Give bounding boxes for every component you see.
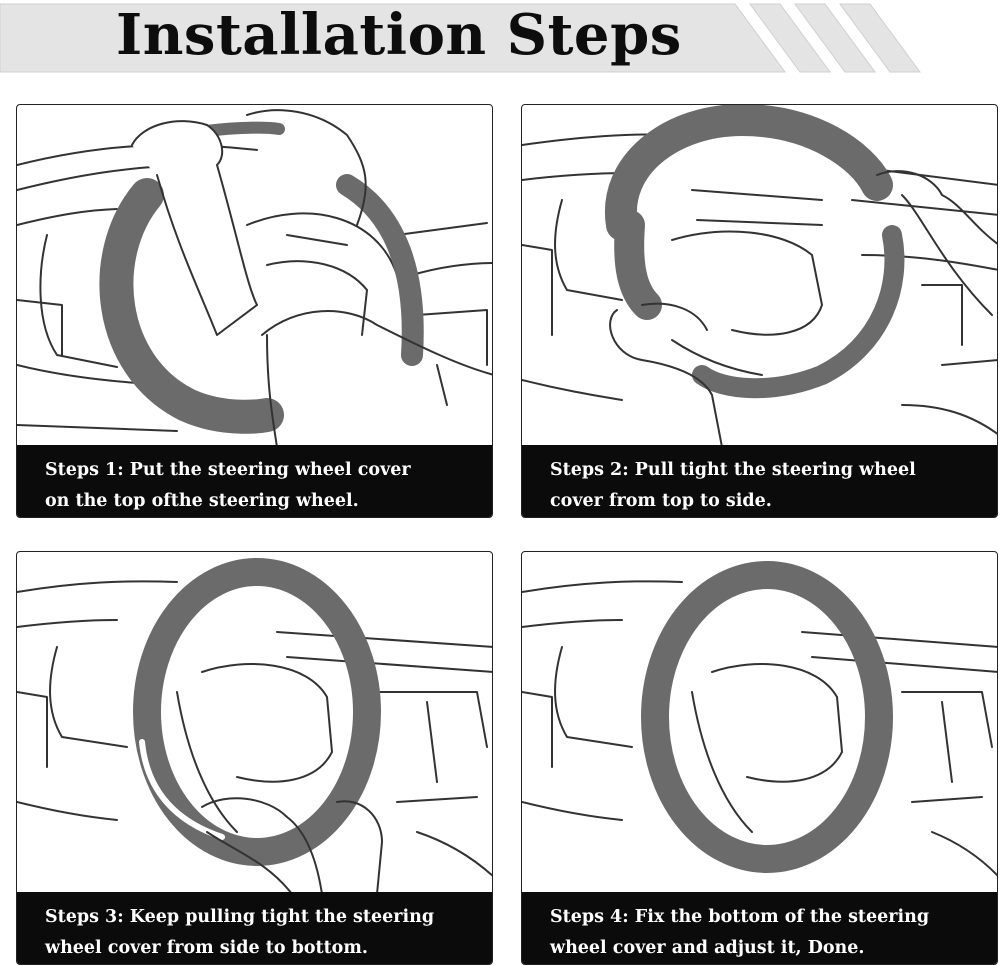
banner-stripes-graphic — [0, 3, 921, 73]
step-3-caption: Steps 3: Keep pulling tight the steering… — [17, 892, 492, 964]
step-2-illustration — [522, 105, 997, 447]
step-2-panel: Steps 2: Pull tight the steering wheel c… — [521, 104, 998, 518]
step-3-caption-line-2: wheel cover from side to bottom. — [45, 938, 368, 958]
step-4-panel: Steps 4: Fix the bottom of the steering … — [521, 551, 998, 965]
step-4-caption: Steps 4: Fix the bottom of the steering … — [522, 892, 997, 964]
step-1-illustration — [17, 109, 492, 447]
step-1-caption: Steps 1: Put the steering wheel cover on… — [17, 445, 492, 517]
step-1-caption-line-2: on the top ofthe steering wheel. — [45, 491, 359, 511]
step-2-caption-line-2: cover from top to side. — [550, 491, 772, 511]
step-1-panel: Steps 1: Put the steering wheel cover on… — [16, 104, 493, 518]
step-3-panel: Steps 3: Keep pulling tight the steering… — [16, 551, 493, 965]
step-4-caption-line-2: wheel cover and adjust it, Done. — [550, 938, 865, 958]
step-3-illustration — [17, 558, 492, 894]
step-1-caption-line-1: Steps 1: Put the steering wheel cover — [45, 460, 411, 480]
step-4-illustration — [522, 561, 997, 877]
step-3-caption-line-1: Steps 3: Keep pulling tight the steering — [45, 907, 435, 927]
page-title: Installation Steps — [116, 2, 682, 68]
step-2-caption-line-1: Steps 2: Pull tight the steering wheel — [550, 460, 916, 480]
step-2-caption: Steps 2: Pull tight the steering wheel c… — [522, 445, 997, 517]
step-4-caption-line-1: Steps 4: Fix the bottom of the steering — [550, 907, 930, 927]
title-banner: Installation Steps — [0, 0, 1000, 75]
